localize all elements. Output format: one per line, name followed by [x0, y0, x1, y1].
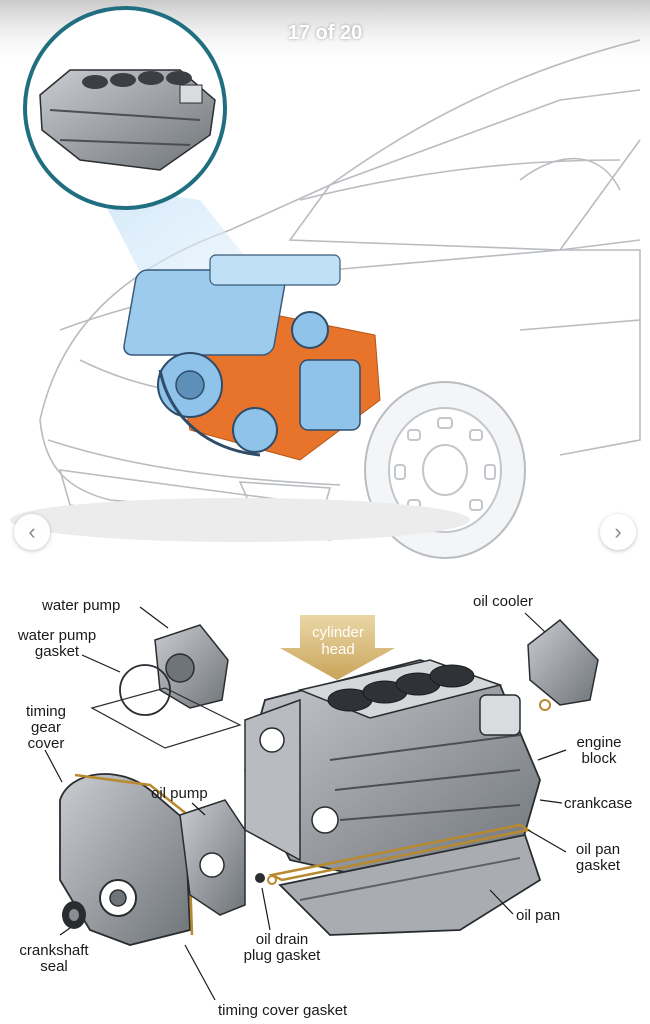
ground-shadow	[10, 498, 470, 542]
oil-pump	[179, 799, 246, 916]
cylinder-head-arrow	[280, 615, 395, 680]
oil-pan	[278, 833, 542, 936]
engine-in-car	[123, 254, 381, 461]
slide-counter: 17 of 20	[287, 22, 363, 44]
label-oil-drain-plug-gasket: oil drain plug gasket	[243, 931, 321, 964]
label-water-pump: water pump	[42, 597, 121, 614]
crankshaft-seal	[62, 901, 86, 929]
label-crankcase: crankcase	[564, 795, 633, 812]
magnifier-inset	[23, 6, 227, 210]
next-slide-button[interactable]: ›	[600, 514, 636, 550]
front-wheel	[364, 381, 526, 559]
label-oil-pump: oil pump	[151, 785, 208, 802]
label-water-pump-gasket: water pump gasket	[17, 627, 97, 660]
label-engine-block: engine block	[576, 734, 622, 767]
label-oil-cooler: oil cooler	[473, 593, 534, 610]
label-oil-pan-gasket: oil pan gasket	[575, 841, 621, 874]
timing-gear-cover	[59, 773, 194, 946]
water-pump	[154, 624, 229, 709]
engine-block	[244, 659, 541, 881]
label-timing-gear-cover: timing gear cover	[25, 703, 66, 752]
label-oil-pan: oil pan	[516, 907, 561, 924]
leader-lines	[44, 606, 567, 1001]
label-cylinder-head: cylinder head	[312, 624, 364, 658]
label-crankshaft-seal: crankshaft seal	[19, 942, 89, 975]
previous-slide-button[interactable]: ‹	[14, 514, 50, 550]
chevron-left-icon: ‹	[28, 519, 36, 544]
label-timing-cover-gasket: timing cover gasket	[218, 1002, 348, 1019]
oil-drain-plug-gasket	[255, 873, 277, 885]
oil-cooler	[527, 618, 599, 711]
water-pump-gasket	[90, 664, 242, 749]
chevron-right-icon: ›	[614, 519, 622, 544]
